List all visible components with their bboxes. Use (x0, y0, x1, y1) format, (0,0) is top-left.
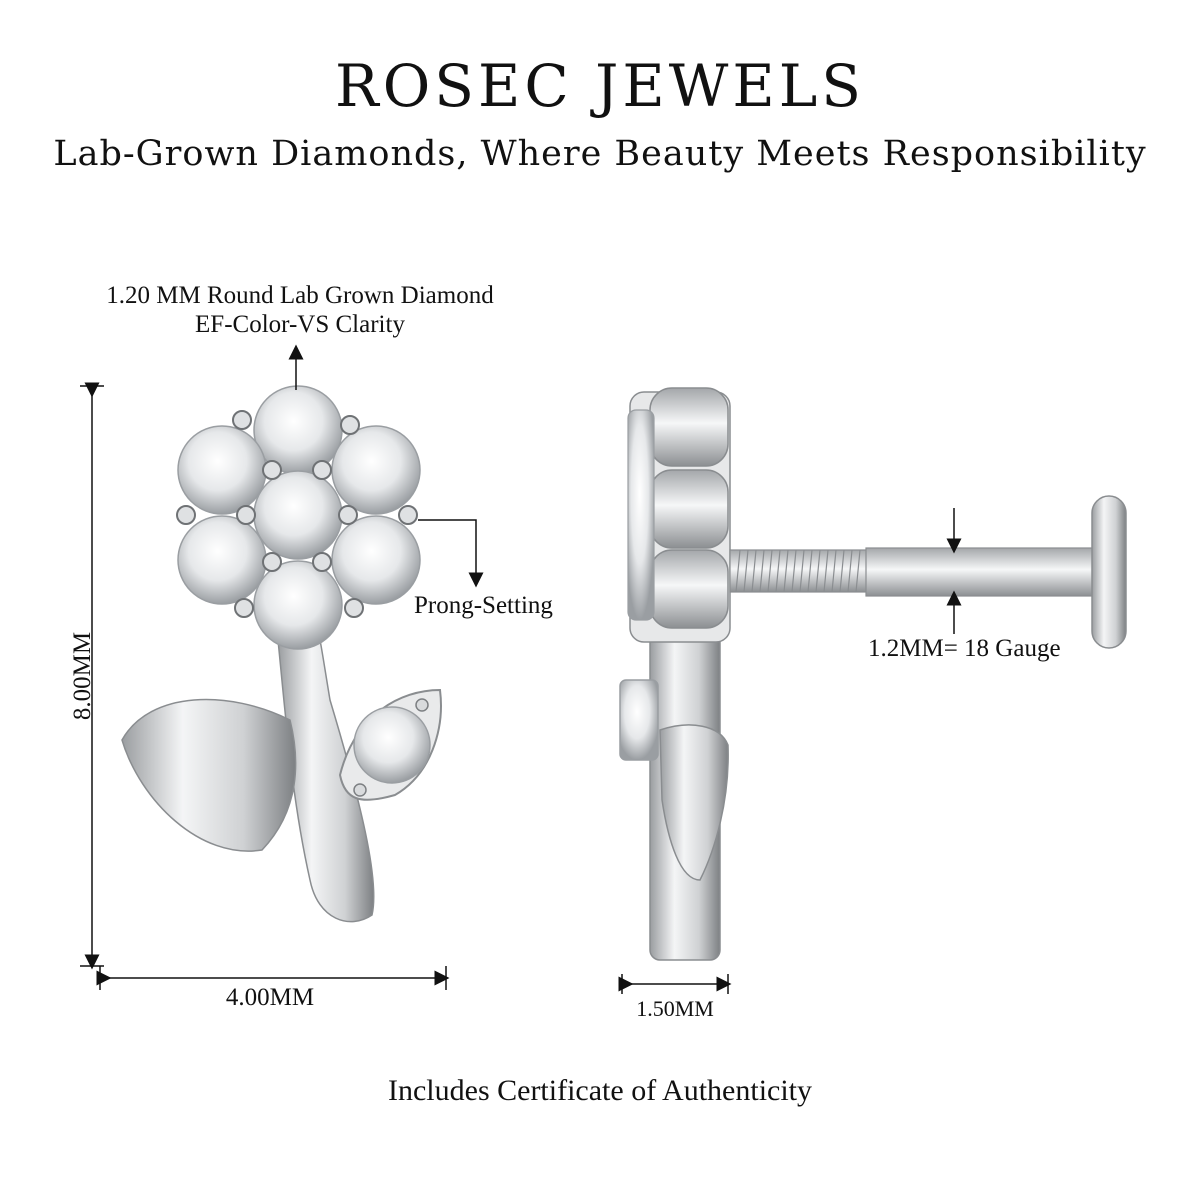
diamond (331, 425, 421, 515)
left-leaf (121, 698, 297, 852)
side-leaf (659, 724, 729, 881)
prong (236, 505, 256, 525)
width-label: 4.00MM (225, 984, 315, 1011)
height-label: 8.00MM (69, 631, 96, 721)
prong (340, 415, 360, 435)
prong (398, 505, 418, 525)
diamond (253, 470, 343, 560)
brand-tagline: Lab-Grown Diamonds, Where Beauty Meets R… (53, 134, 1147, 174)
prong-callout-line (418, 519, 484, 588)
diamond (177, 425, 267, 515)
front-dimensions (80, 344, 484, 990)
prong (262, 460, 282, 480)
gauge-label: 1.2MM= 18 Gauge (868, 635, 1061, 662)
labret-bar (865, 547, 1107, 597)
prong (176, 505, 196, 525)
side-dimensions (618, 508, 962, 994)
leaf-diamond (353, 706, 431, 784)
diamond-spec-line2: EF-Color-VS Clarity (195, 311, 405, 338)
side-view (619, 387, 1127, 961)
diamond (253, 560, 343, 650)
diamond-cluster (176, 385, 421, 650)
front-view (121, 385, 442, 923)
prong (344, 598, 364, 618)
prong (338, 505, 358, 525)
diamond-spec-line1: 1.20 MM Round Lab Grown Diamond (106, 282, 494, 309)
prong (312, 552, 332, 572)
prong-setting-label: Prong-Setting (414, 592, 553, 619)
diamond (331, 515, 421, 605)
prong (262, 552, 282, 572)
certificate-note: Includes Certificate of Authenticity (387, 1074, 813, 1107)
diamond (253, 385, 343, 475)
flat-back-disc (1091, 495, 1127, 649)
side-width-label: 1.50MM (636, 996, 714, 1021)
prong (232, 410, 252, 430)
diamond (177, 515, 267, 605)
brand-title: ROSEC JEWELS (335, 52, 865, 120)
prong (312, 460, 332, 480)
prong (234, 598, 254, 618)
